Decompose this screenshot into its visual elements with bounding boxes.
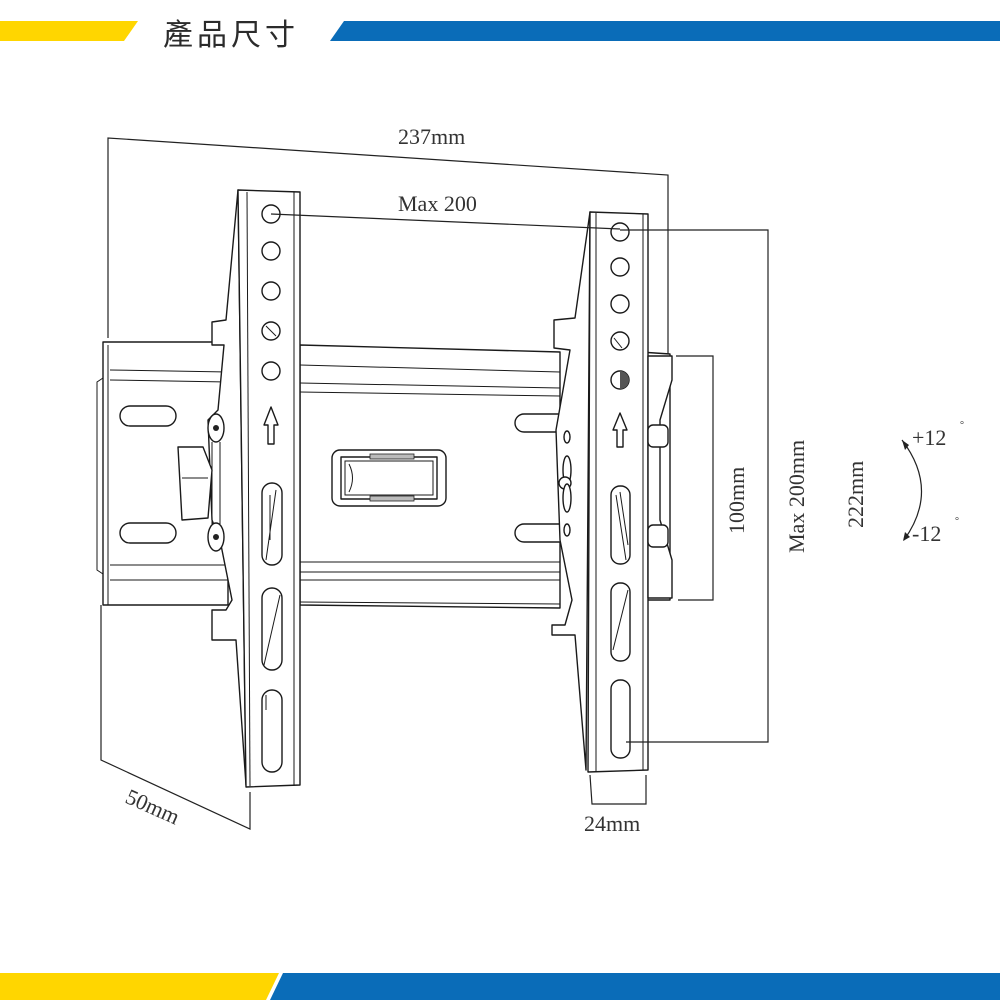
footer-blue-shape: [270, 973, 1000, 1000]
header-blue-band: [330, 21, 1000, 41]
tilt-knob-left: [177, 413, 225, 552]
vesa-horizontal-label: Max 200: [398, 191, 477, 216]
tilt-down-label: -12: [912, 521, 941, 546]
footer-blue-band: [268, 973, 1000, 1000]
header-yellow-band: [0, 21, 140, 41]
footer-yellow-band: [0, 973, 280, 1000]
depth-label: 50mm: [122, 784, 184, 830]
center-latch-handle: [331, 449, 447, 507]
page-title: 產品尺寸: [163, 18, 299, 53]
footer-yellow-shape: [0, 973, 279, 1000]
overall-width-dimension: [107, 137, 669, 355]
tilt-knob-right: [647, 355, 673, 599]
tilt-up-label: +12: [912, 425, 946, 450]
vesa-horizontal-dimension: [270, 213, 621, 230]
tilt-up-degree: °: [960, 420, 964, 431]
wall-plate-height-label: 100mm: [724, 467, 749, 534]
arm-width-dimension: [589, 774, 647, 805]
up-arrow-icon-right: [612, 412, 628, 448]
overall-height-label: 222mm: [843, 461, 868, 528]
tilt-down-degree: °: [955, 516, 959, 527]
blue-stripe-shape: [330, 21, 1000, 41]
yellow-stripe-shape: [0, 21, 138, 41]
tilt-arc: [901, 439, 923, 541]
arrow-down-tip-icon: [903, 532, 910, 541]
vesa-vertical-dimension: [620, 229, 769, 743]
left-vesa-arm: [177, 189, 301, 788]
overall-width-label: 237mm: [398, 124, 465, 149]
depth-dimension: [100, 605, 251, 830]
arm-width-label: 24mm: [584, 811, 640, 836]
up-arrow-icon-left: [263, 406, 279, 445]
arrow-up-tip-icon: [902, 440, 909, 450]
wall-plate-height-dimension: [676, 355, 714, 601]
vesa-vertical-label: Max 200mm: [784, 440, 809, 553]
right-vesa-arm: [551, 211, 673, 773]
